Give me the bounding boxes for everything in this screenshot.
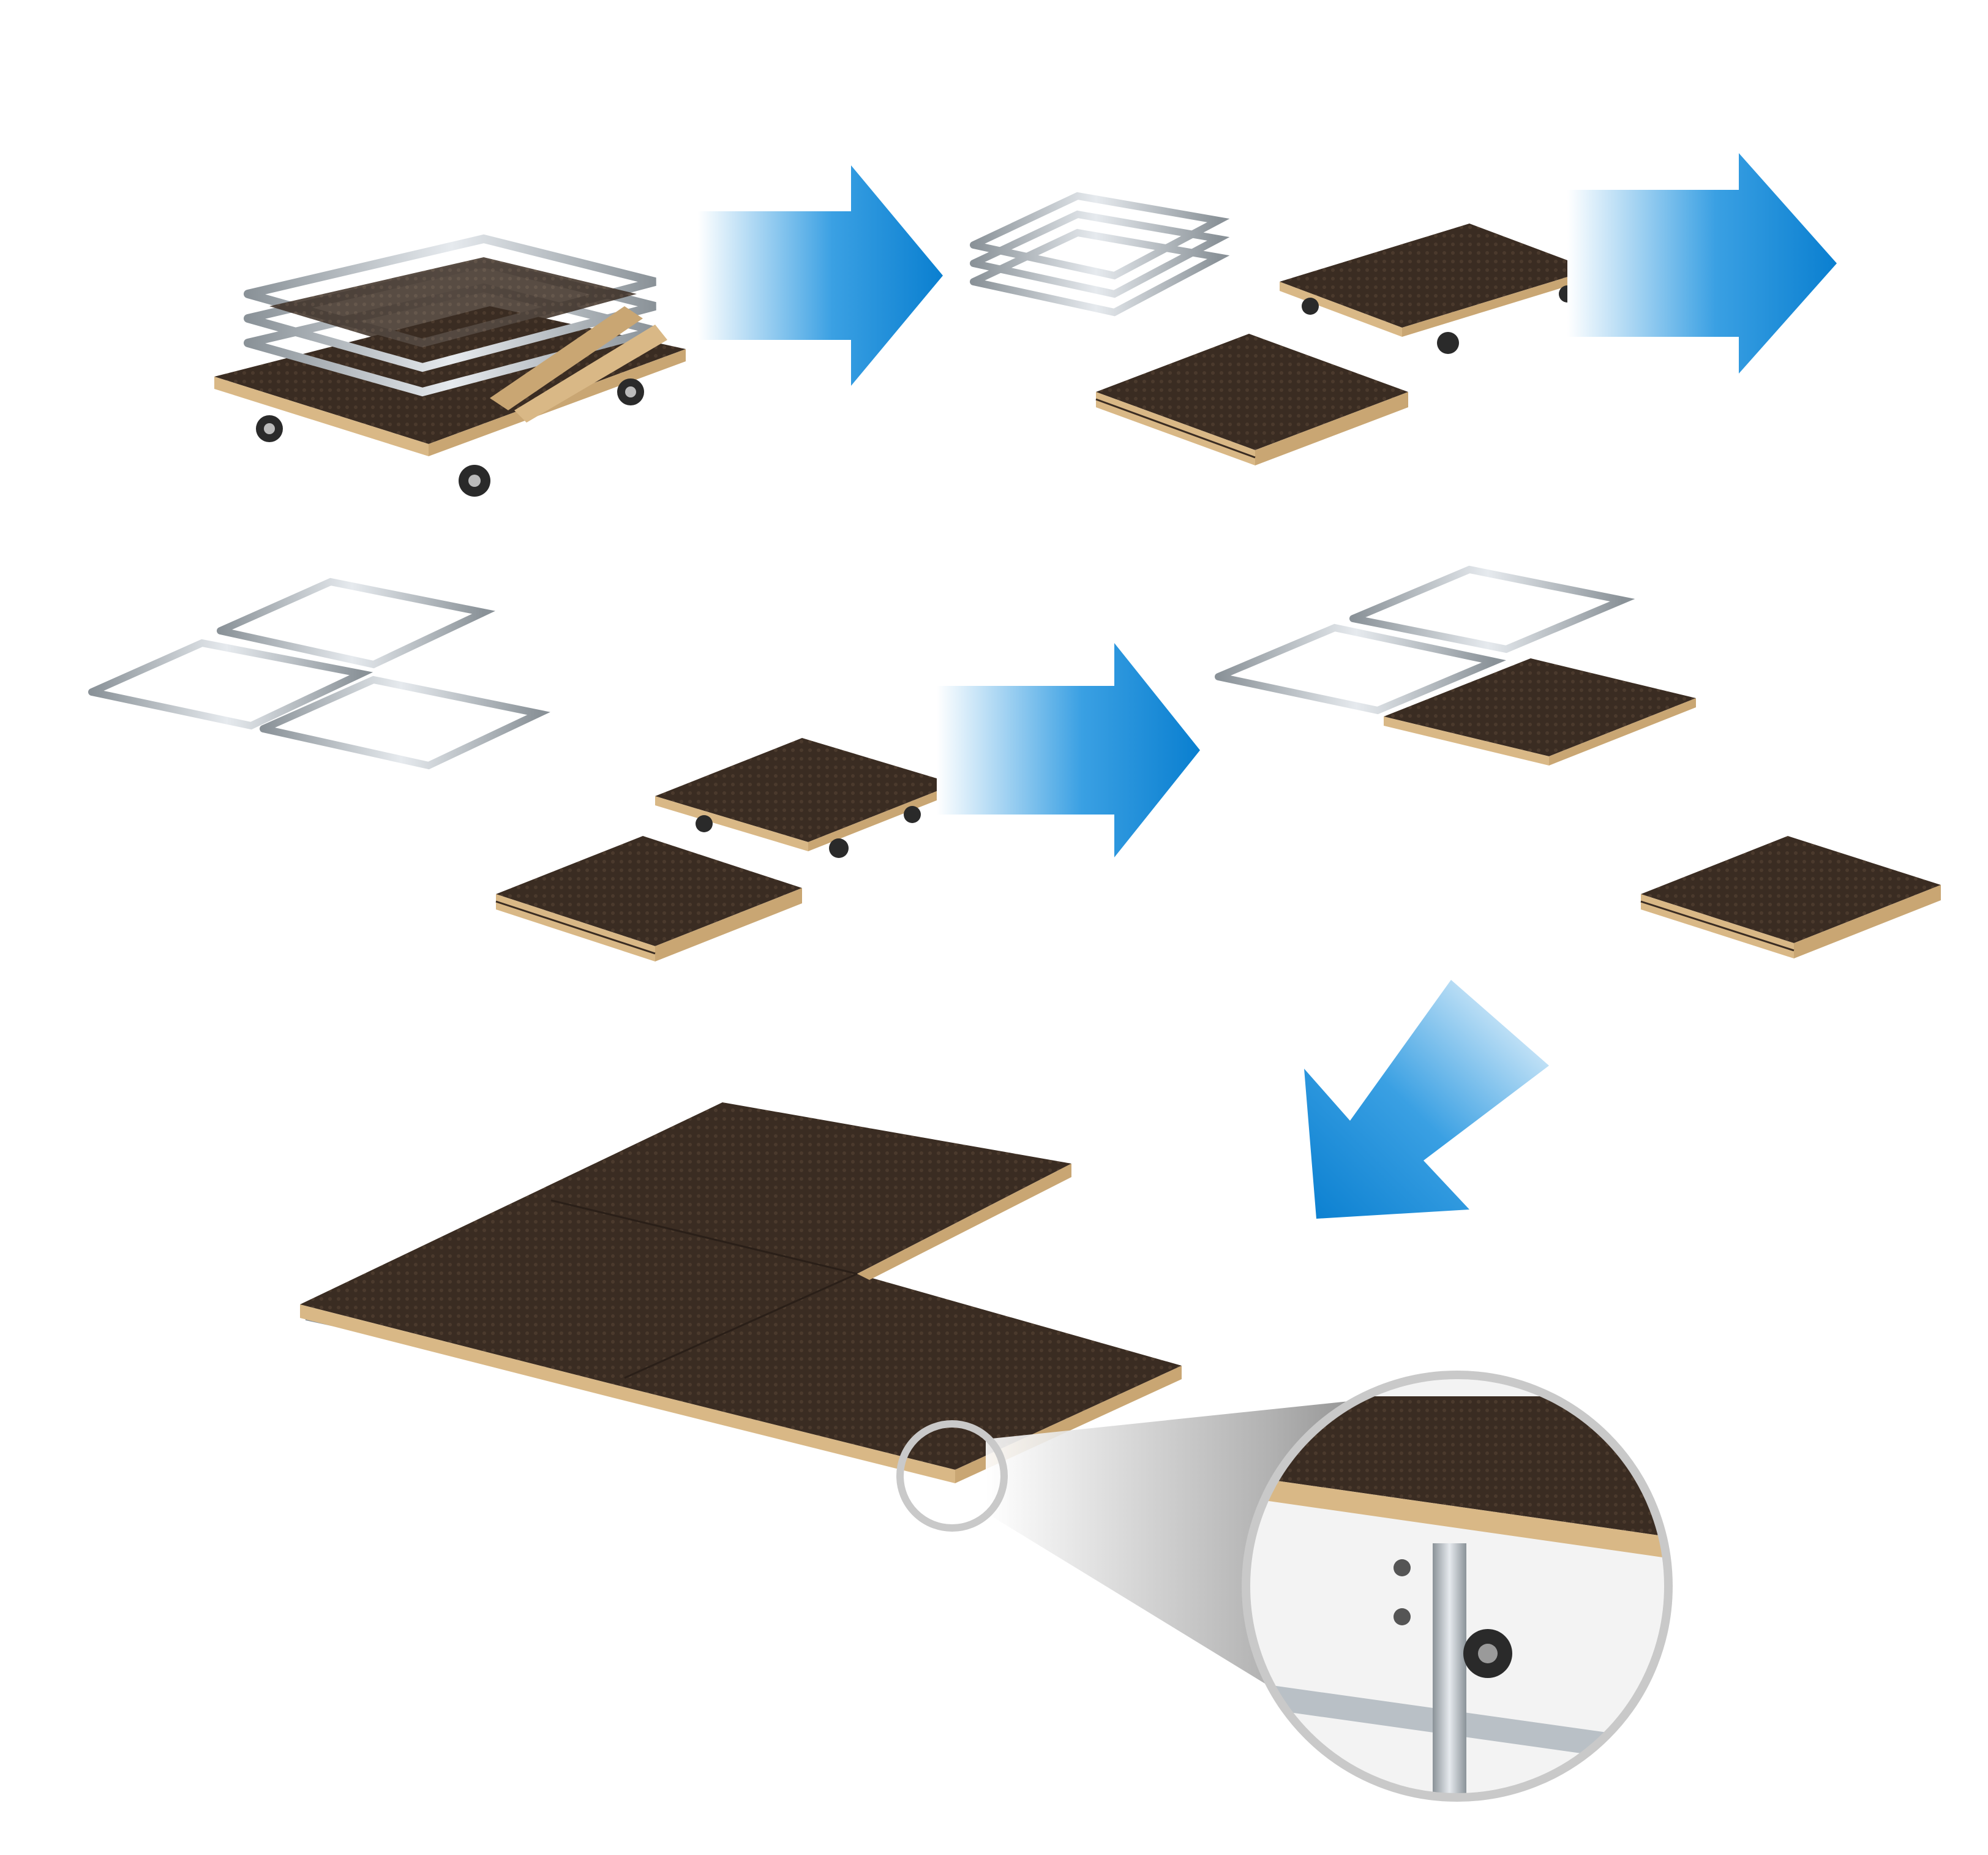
stacked-decks-illustration (1095, 334, 1408, 465)
magnify-detail-icon (896, 1371, 1673, 1802)
arrow-down-left-icon (1304, 980, 1549, 1219)
detail-ring-small (896, 1420, 1008, 1532)
wheeled-deck-illustration (655, 738, 955, 858)
stacked-cart-illustration (214, 32, 686, 497)
cart-base-deck (214, 306, 686, 444)
stacked-decks-illustration (495, 836, 802, 961)
wheeled-deck-illustration (1280, 224, 1592, 354)
separated-frames-illustration (969, 45, 1244, 317)
detail-ring-large (1242, 1371, 1673, 1802)
arrow-right-icon (937, 643, 1200, 857)
arrow-right-icon (1567, 153, 1837, 374)
frames-set-up-illustration (88, 578, 550, 898)
arrow-right-icon (698, 165, 943, 386)
stage-deck-left (300, 1102, 1182, 1470)
assembled-stage-illustration (300, 1102, 1182, 1707)
stacked-decks-illustration (1640, 836, 1941, 958)
deck-placed-illustration (1215, 565, 1696, 898)
